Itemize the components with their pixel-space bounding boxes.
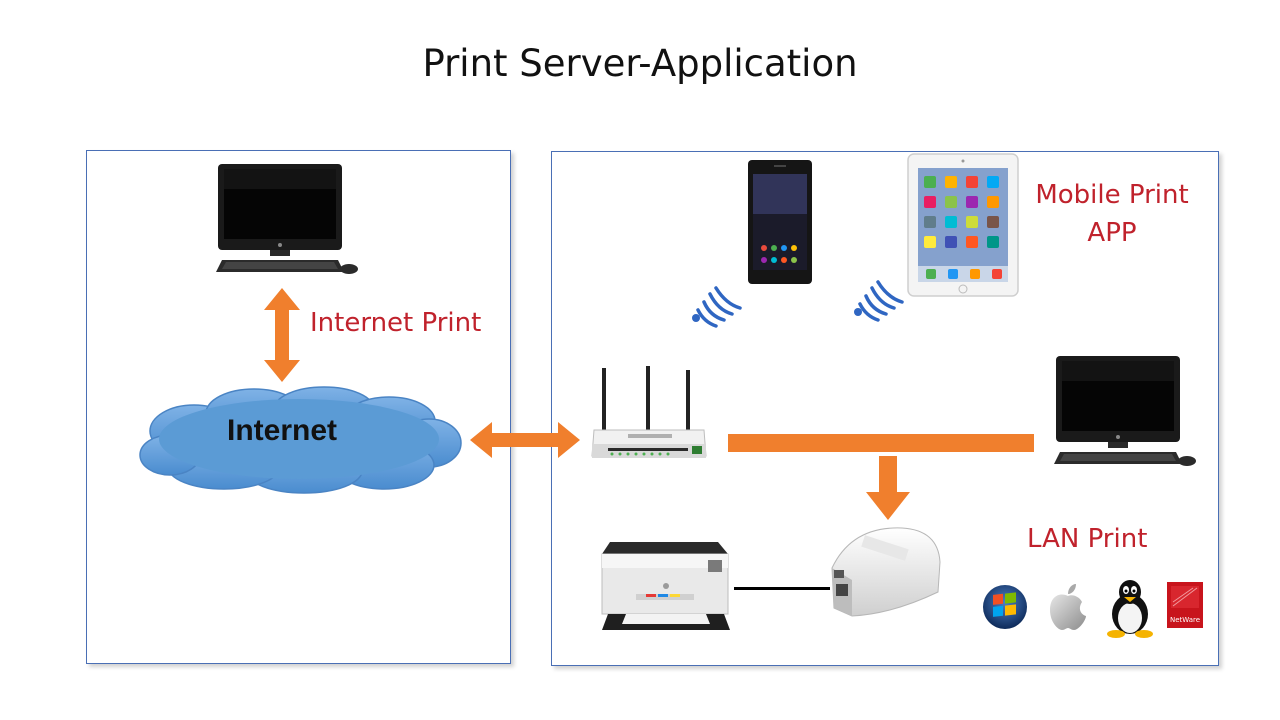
lan-connection-bar bbox=[728, 434, 1034, 452]
netware-logo-text: NetWare bbox=[1170, 616, 1200, 624]
router-icon bbox=[591, 366, 707, 458]
linux-tux-icon bbox=[1107, 580, 1153, 638]
wifi-signal-icon bbox=[692, 286, 742, 328]
internet-print-label: Internet Print bbox=[310, 308, 482, 338]
mobile-print-label-line1: Mobile Print bbox=[1035, 180, 1189, 210]
cloud-icon bbox=[139, 386, 462, 494]
printer-cable bbox=[734, 587, 830, 590]
internet-label: Internet bbox=[226, 414, 337, 447]
lan-print-label: LAN Print bbox=[1027, 524, 1148, 554]
apple-logo-icon bbox=[1050, 584, 1086, 630]
printer-icon bbox=[601, 542, 730, 630]
print-server-icon bbox=[831, 527, 941, 617]
lan-to-print-server-arrow bbox=[866, 456, 910, 520]
smartphone-icon bbox=[748, 160, 812, 284]
netware-logo-icon: NetWare bbox=[1167, 582, 1203, 628]
tablet-icon bbox=[907, 153, 1019, 297]
windows-logo-icon bbox=[983, 585, 1027, 629]
desktop-computer-icon-lan bbox=[1054, 356, 1196, 466]
internet-print-arrow bbox=[264, 288, 300, 382]
internet-lan-arrow bbox=[470, 422, 580, 458]
page-title: Print Server-Application bbox=[422, 42, 858, 85]
mobile-print-label-line2: APP bbox=[1087, 218, 1137, 248]
desktop-computer-icon bbox=[216, 164, 358, 274]
wifi-signal-icon-2 bbox=[854, 280, 904, 322]
